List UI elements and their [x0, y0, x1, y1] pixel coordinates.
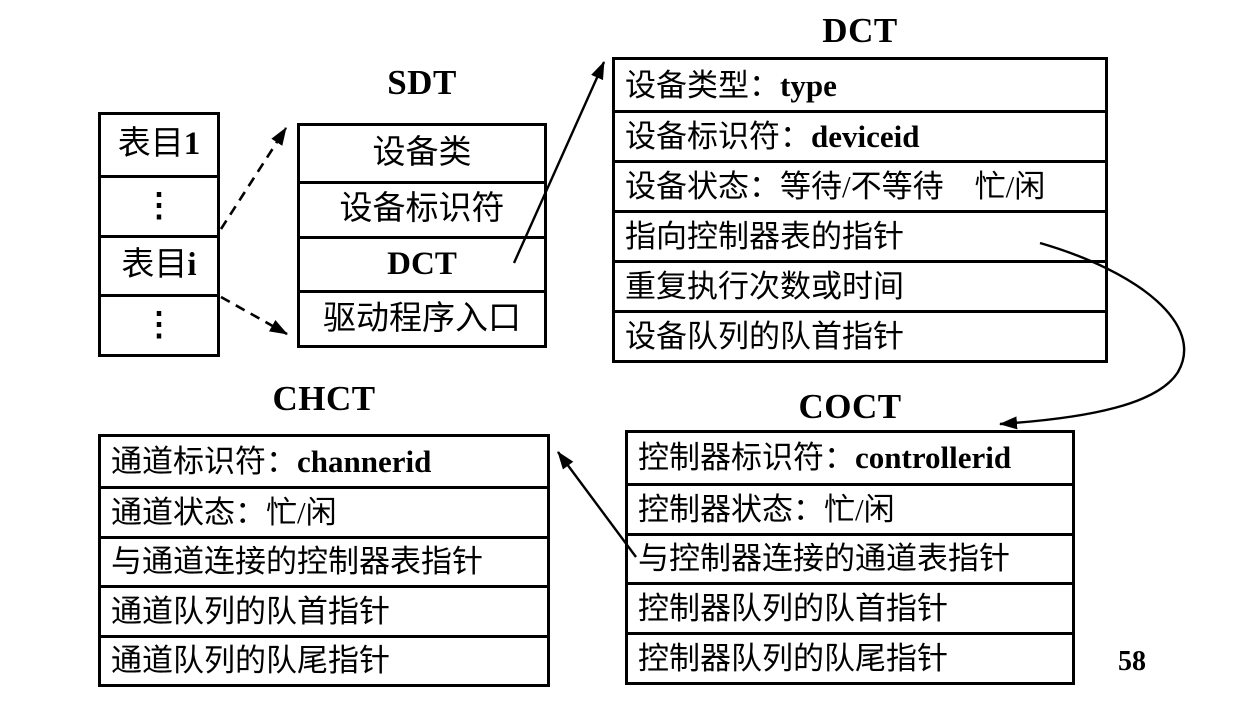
table-row: 设备类	[300, 126, 544, 181]
table-row: 通道状态：忙/闲	[101, 486, 547, 535]
row-label: 设备标识符	[339, 191, 505, 228]
table-row: 设备状态：等待/不等待 忙/闲	[615, 160, 1105, 210]
row-label: 表目	[121, 247, 188, 284]
entry-i-to-sdt-top-arrow	[219, 127, 288, 230]
table-row: 与控制器连接的通道表指针	[628, 532, 1072, 583]
sdt-title: SDT	[387, 63, 457, 102]
row-value: type	[780, 67, 837, 103]
row-value: deviceid	[811, 119, 920, 154]
dct-title: DCT	[822, 11, 898, 50]
row-label: 重复执行次数或时间	[625, 269, 904, 304]
table-row: 控制器标识符：controllerid	[628, 433, 1072, 483]
table-row: ⋮	[101, 294, 217, 354]
table-row: 指向控制器表的指针	[615, 210, 1105, 260]
table-row: 通道标识符：channerid	[101, 437, 547, 486]
table-row: 控制器状态：忙/闲	[628, 482, 1072, 533]
coct-title: COCT	[798, 387, 902, 426]
row-label: 通道队列的队首指针	[111, 593, 390, 629]
row-label: 表目	[117, 126, 184, 163]
row-value: controllerid	[855, 440, 1012, 476]
row-label: 设备类	[372, 134, 472, 171]
coct-table: 控制器标识符：controllerid 控制器状态：忙/闲 与控制器连接的通道表…	[625, 430, 1075, 685]
row-label: 设备状态：等待/不等待 忙/闲	[625, 169, 1046, 204]
row-label: 控制器状态：忙/闲	[638, 491, 895, 527]
row-label: 设备队列的队首指针	[625, 319, 904, 354]
page-number: 58	[1118, 646, 1146, 677]
ellipsis: ⋮	[142, 187, 176, 224]
row-label: 设备标识符：	[625, 119, 811, 154]
table-row: 设备类型：type	[615, 60, 1105, 110]
row-label-bold: 1	[183, 126, 201, 163]
chct-title: CHCT	[272, 379, 376, 418]
row-label: 通道状态：忙/闲	[111, 495, 337, 531]
row-label: 控制器队列的队首指针	[638, 591, 948, 627]
row-label: 与通道连接的控制器表指针	[111, 544, 483, 580]
row-value: channerid	[297, 444, 432, 480]
table-row: 重复执行次数或时间	[615, 260, 1105, 310]
table-row: 控制器队列的队尾指针	[628, 632, 1072, 682]
row-label: 控制器标识符：	[638, 440, 855, 476]
table-row: 通道队列的队尾指针	[101, 634, 547, 684]
row-label: 控制器队列的队尾指针	[638, 641, 948, 677]
table-row: ⋮	[101, 174, 217, 235]
entry-i-to-sdt-bottom-arrow	[220, 295, 288, 336]
row-label: 通道队列的队尾指针	[111, 643, 390, 679]
table-row: DCT	[300, 235, 544, 291]
row-label: 设备类型：	[625, 67, 780, 103]
chct-table: 通道标识符：channerid 通道状态：忙/闲 与通道连接的控制器表指针 通道…	[98, 434, 550, 687]
row-label: 与控制器连接的通道表指针	[638, 541, 1010, 577]
row-label-bold: DCT	[387, 245, 457, 282]
row-label: 驱动程序入口	[323, 300, 521, 337]
ellipsis: ⋮	[142, 307, 176, 344]
row-label-bold: i	[187, 247, 197, 284]
row-label: 指向控制器表的指针	[625, 219, 904, 254]
row-label: 通道标识符：	[111, 444, 297, 480]
table-row: 驱动程序入口	[300, 290, 544, 345]
table-row: 设备标识符：deviceid	[615, 110, 1105, 160]
table-row: 设备队列的队首指针	[615, 310, 1105, 360]
dct-table: 设备类型：type 设备标识符：deviceid 设备状态：等待/不等待 忙/闲…	[612, 57, 1108, 363]
table-row: 通道队列的队首指针	[101, 585, 547, 634]
table-row: 设备标识符	[300, 180, 544, 236]
table-row: 控制器队列的队首指针	[628, 582, 1072, 632]
table-row: 与通道连接的控制器表指针	[101, 535, 547, 585]
sdt-table: 设备类 设备标识符 DCT 驱动程序入口	[297, 123, 547, 348]
